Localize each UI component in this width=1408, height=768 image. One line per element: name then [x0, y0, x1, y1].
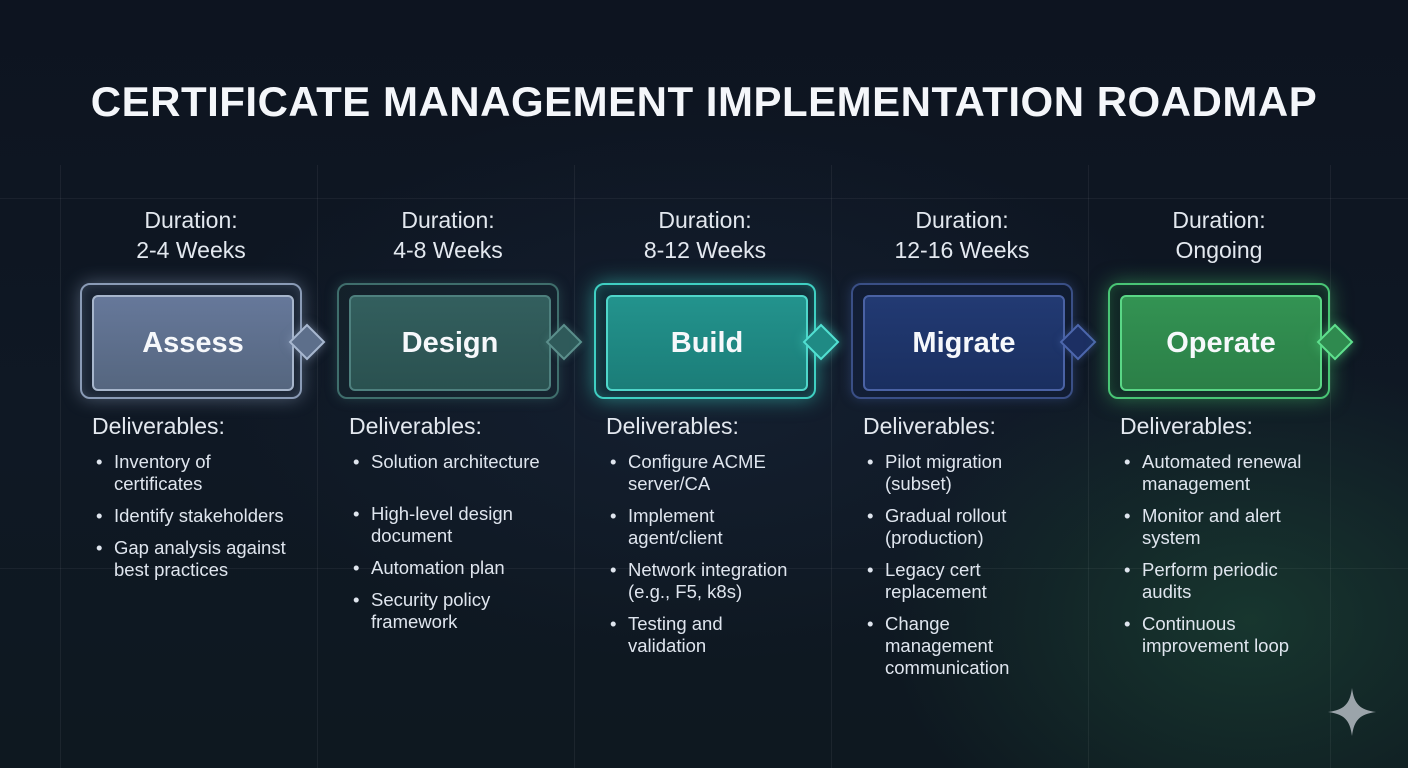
phase-card-outline: Build: [594, 283, 816, 399]
phase-card-outline: Operate: [1108, 283, 1330, 399]
phase-card-button[interactable]: Assess: [92, 295, 294, 391]
duration-label: Duration:: [915, 207, 1009, 233]
list-item: Change management communication: [863, 613, 1035, 679]
phase-card-button[interactable]: Build: [606, 295, 808, 391]
duration-label: Duration:: [1172, 207, 1266, 233]
deliverables-list: Configure ACME server/CA Implement agent…: [606, 451, 846, 667]
phase-name: Build: [670, 326, 744, 359]
phase-card-outline: Assess: [80, 283, 302, 399]
list-item: Solution architecture: [349, 451, 589, 473]
phase-name: Design: [401, 326, 499, 359]
phase-assess: Duration: 2-4 Weeks Assess Deliverables:…: [80, 205, 336, 580]
grid-line: [1088, 165, 1089, 768]
phase-card-button[interactable]: Design: [349, 295, 551, 391]
list-item: High-level design document: [349, 503, 531, 547]
deliverables-label: Deliverables:: [606, 413, 739, 439]
list-item: Testing and validation: [606, 613, 758, 657]
list-item: Automation plan: [349, 557, 589, 579]
duration-label: Duration:: [401, 207, 495, 233]
list-item: Configure ACME server/CA: [606, 451, 808, 495]
list-item: Pilot migration (subset): [863, 451, 1035, 495]
duration-value: 4-8 Weeks: [393, 237, 503, 263]
list-item: Automated renewal management: [1120, 451, 1332, 495]
list-item: Inventory of certificates: [92, 451, 244, 495]
phase-card-outline: Migrate: [851, 283, 1073, 399]
duration-value: Ongoing: [1175, 237, 1263, 263]
deliverables-list: Solution architecture High-level design …: [349, 451, 589, 643]
list-item: Perform periodic audits: [1120, 559, 1302, 603]
list-item: Security policy framework: [349, 589, 511, 633]
grid-line: [831, 165, 832, 768]
grid-line: [60, 165, 61, 768]
duration-value: 8-12 Weeks: [643, 237, 767, 263]
duration-value: 2-4 Weeks: [136, 237, 246, 263]
page-title: CERTIFICATE MANAGEMENT IMPLEMENTATION RO…: [90, 78, 1318, 125]
list-item: Legacy cert replacement: [863, 559, 1015, 603]
deliverables-list: Inventory of certificates Identify stake…: [92, 451, 332, 591]
phase-card-outline: Design: [337, 283, 559, 399]
list-item: Network integration (e.g., F5, k8s): [606, 559, 828, 603]
list-item: Identify stakeholders: [92, 505, 332, 527]
deliverables-label: Deliverables:: [1120, 413, 1253, 439]
phase-card-button[interactable]: Migrate: [863, 295, 1065, 391]
grid-line: [317, 165, 318, 768]
phase-name: Operate: [1166, 326, 1276, 359]
duration-label: Duration:: [658, 207, 752, 233]
grid-line: [0, 198, 1408, 199]
phase-name: Assess: [142, 326, 244, 359]
phase-design: Duration: 4-8 Weeks Design Deliverables:…: [337, 205, 593, 632]
deliverables-label: Deliverables:: [349, 413, 482, 439]
phase-build: Duration: 8-12 Weeks Build Deliverables:…: [594, 205, 850, 656]
phase-migrate: Duration: 12-16 Weeks Migrate Deliverabl…: [851, 205, 1107, 678]
list-item: Monitor and alert system: [1120, 505, 1302, 549]
deliverables-label: Deliverables:: [92, 413, 225, 439]
duration-value: 12-16 Weeks: [894, 237, 1030, 263]
phase-name: Migrate: [912, 326, 1016, 359]
phase-card-button[interactable]: Operate: [1120, 295, 1322, 391]
sparkle-icon: [1328, 688, 1376, 736]
list-item: Implement agent/client: [606, 505, 758, 549]
duration-label: Duration:: [144, 207, 238, 233]
list-item: Gradual rollout (production): [863, 505, 1035, 549]
deliverables-list: Automated renewal management Monitor and…: [1120, 451, 1360, 667]
deliverables-list: Pilot migration (subset) Gradual rollout…: [863, 451, 1103, 689]
deliverables-label: Deliverables:: [863, 413, 996, 439]
list-item: Gap analysis against best practices: [92, 537, 304, 581]
phase-operate: Duration: Ongoing Operate Deliverables: …: [1108, 205, 1364, 656]
list-item: Continuous improvement loop: [1120, 613, 1312, 657]
